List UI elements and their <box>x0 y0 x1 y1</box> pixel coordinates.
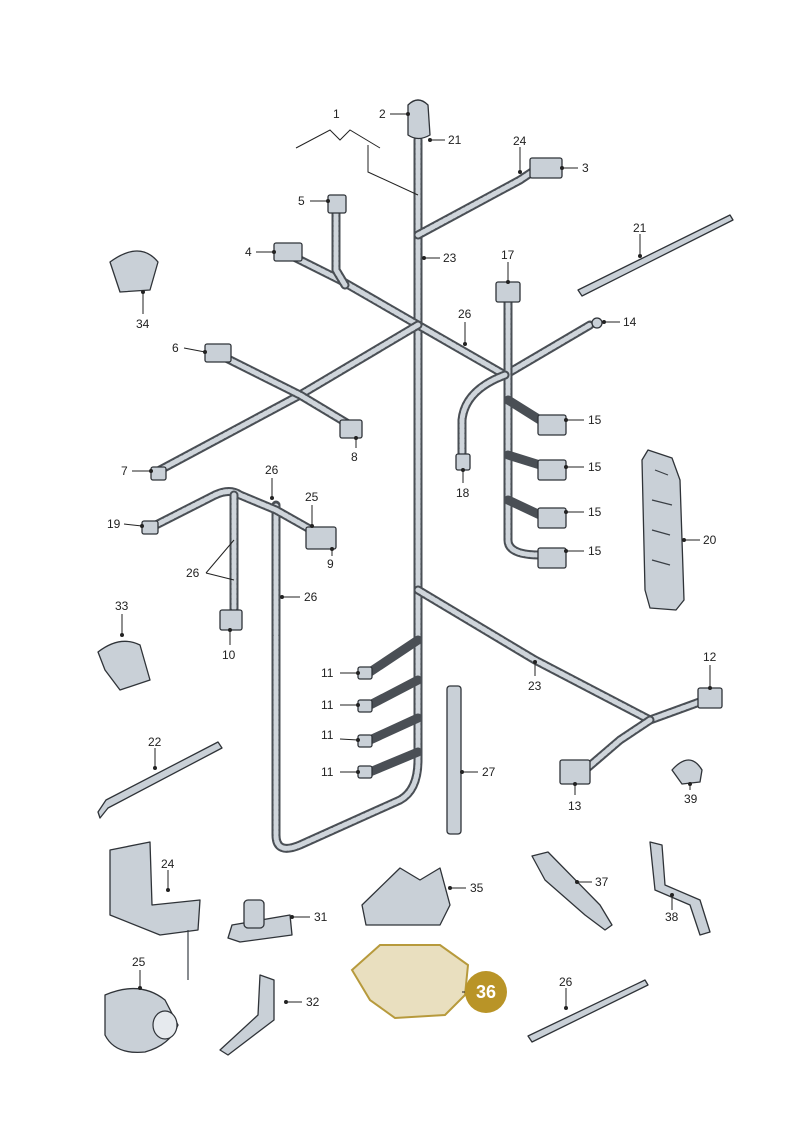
connector-13 <box>559 759 591 785</box>
callout-39: 39 <box>684 792 698 806</box>
callout-3: 3 <box>582 161 589 175</box>
connector-11d <box>357 765 373 779</box>
callout-27: 27 <box>482 765 496 779</box>
connector-3 <box>529 157 563 179</box>
callout-14: 14 <box>623 315 637 329</box>
callout-10: 10 <box>222 648 236 662</box>
callout-26-upper: 26 <box>458 307 472 321</box>
connector-19 <box>141 520 159 535</box>
callout-23-lower: 23 <box>528 679 542 693</box>
callout-18: 18 <box>456 486 470 500</box>
callout-26-mid: 26 <box>304 590 318 604</box>
callout-37: 37 <box>595 875 609 889</box>
connector-12 <box>697 687 723 709</box>
connector-11a <box>357 666 373 680</box>
connector-5 <box>327 194 347 214</box>
callout-15-a: 15 <box>588 413 602 427</box>
clip-34 <box>109 250 159 293</box>
connector-10 <box>219 609 243 631</box>
callout-34: 34 <box>136 317 150 331</box>
callout-35: 35 <box>470 881 484 895</box>
holder-36 <box>350 944 470 1020</box>
cable-tie-22 <box>97 741 223 819</box>
callout-26-bottom: 26 <box>559 975 573 989</box>
callout-25-upper: 25 <box>305 490 319 504</box>
callout-2: 2 <box>379 107 386 121</box>
callout-11-a: 11 <box>321 666 334 680</box>
callout-15-b: 15 <box>588 460 602 474</box>
loose-parts <box>97 214 734 1056</box>
callout-19: 19 <box>107 517 121 531</box>
callout-26-pair: 26 <box>186 566 200 580</box>
connector-2 <box>407 99 431 140</box>
clip-39 <box>671 759 703 785</box>
cable-tie-21 <box>577 214 734 297</box>
callout-11-b: 11 <box>321 698 334 712</box>
callout-24-top: 24 <box>513 134 527 148</box>
callout-38: 38 <box>665 910 679 924</box>
callout-8: 8 <box>351 450 358 464</box>
connector-7 <box>150 466 167 481</box>
connector-11b <box>357 699 373 713</box>
bracket-38 <box>649 841 711 936</box>
callout-12: 12 <box>703 650 717 664</box>
connector-4 <box>273 242 303 262</box>
connector-9 <box>305 526 337 550</box>
callout-20: 20 <box>703 533 717 547</box>
callout-15-c: 15 <box>588 505 602 519</box>
bracket-32 <box>219 974 275 1056</box>
callout-25-lower: 25 <box>132 955 146 969</box>
callout-15-d: 15 <box>588 544 602 558</box>
relay-holder-20 <box>641 449 685 611</box>
callout-26-left: 26 <box>265 463 279 477</box>
callout-31: 31 <box>314 910 328 924</box>
connector-18 <box>455 453 471 471</box>
callout-6: 6 <box>172 341 179 355</box>
callout-11-c: 11 <box>321 728 334 742</box>
connector-15b <box>537 459 567 481</box>
callout-4: 4 <box>245 245 252 259</box>
cable-tie-26 <box>527 979 649 1043</box>
connector-11c <box>357 734 373 748</box>
connector-17 <box>495 281 521 303</box>
callout-7: 7 <box>121 464 128 478</box>
callout-21-right: 21 <box>633 221 647 235</box>
holder-bar-27 <box>446 685 462 835</box>
callout-9: 9 <box>327 557 334 571</box>
connector-15c <box>537 507 567 529</box>
callout-32: 32 <box>306 995 320 1009</box>
callout-33: 33 <box>115 599 129 613</box>
callout-11-d: 11 <box>321 765 334 779</box>
wiring-harness <box>147 135 710 853</box>
bracket-24 <box>109 841 201 936</box>
connector-8 <box>339 419 363 439</box>
connectors <box>141 99 723 785</box>
callout-21-top: 21 <box>448 133 462 147</box>
callout-36: 36 <box>476 982 496 1002</box>
ring-terminal-14 <box>591 317 603 329</box>
bracket-37 <box>531 851 613 931</box>
highlight-badge-36[interactable] <box>465 971 507 1013</box>
connector-15d <box>537 547 567 569</box>
callout-22: 22 <box>148 735 162 749</box>
callout-13: 13 <box>568 799 582 813</box>
callout-17: 17 <box>501 248 515 262</box>
callouts: 1 2 21 24 3 5 4 23 21 17 34 26 1 <box>107 107 717 1013</box>
callout-23-top: 23 <box>443 251 457 265</box>
callout-5: 5 <box>298 194 305 208</box>
clip-33 <box>97 640 151 691</box>
connector-6 <box>204 343 232 363</box>
bracket-35 <box>361 867 451 926</box>
connector-15a <box>537 414 567 436</box>
callout-1: 1 <box>333 107 340 121</box>
callout-24-lower: 24 <box>161 857 175 871</box>
